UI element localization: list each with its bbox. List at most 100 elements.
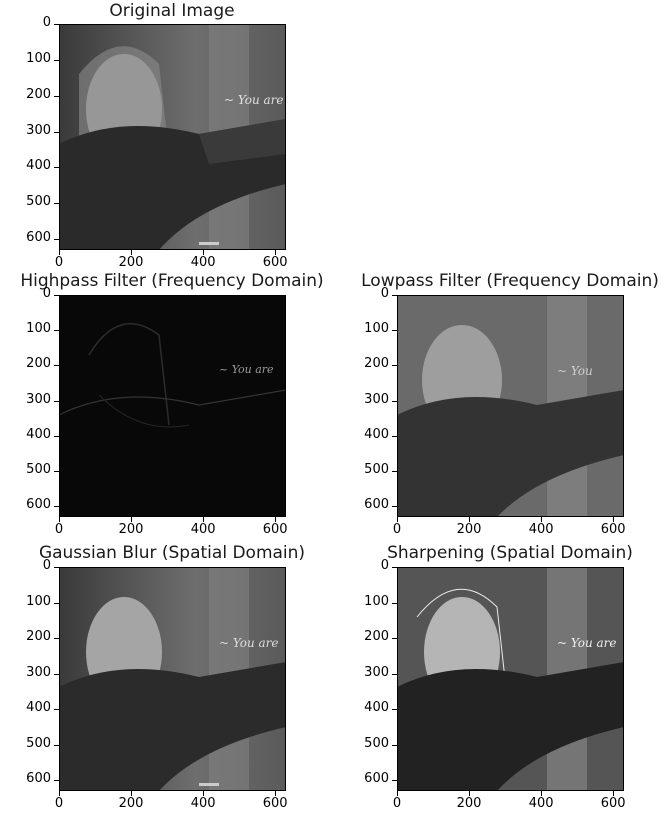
x-tick-mark (397, 791, 398, 796)
y-tick-mark (54, 506, 59, 508)
y-tick-label: 200 (26, 356, 51, 372)
y-tick-label: 0 (380, 558, 389, 573)
y-tick-mark (392, 435, 397, 437)
axes-frame (397, 567, 624, 791)
y-tick-label: 200 (26, 86, 51, 102)
x-tick-mark (131, 517, 133, 522)
y-tick-mark (54, 435, 59, 437)
y-tick-mark (54, 295, 59, 296)
y-tick-mark (392, 400, 397, 402)
y-tick-mark (54, 567, 59, 568)
x-tick-mark (203, 517, 205, 522)
y-tick-label: 400 (26, 158, 51, 174)
y-tick-mark (54, 638, 59, 640)
y-tick-mark (54, 24, 59, 25)
y-tick-label: 500 (26, 194, 51, 210)
x-tick-mark (541, 517, 543, 522)
y-tick-label: 300 (26, 122, 51, 138)
panel-title: Highpass Filter (Frequency Domain) (20, 271, 324, 291)
panel-title: Original Image (109, 1, 235, 21)
y-tick-mark (54, 602, 59, 604)
x-tick-label: 600 (262, 255, 288, 270)
x-tick-label: 400 (190, 522, 216, 537)
x-tick-label: 0 (54, 796, 64, 811)
x-tick-label: 400 (190, 796, 216, 811)
y-tick-label: 0 (42, 15, 51, 30)
y-tick-mark (392, 365, 397, 367)
y-tick-label: 500 (26, 462, 51, 478)
x-tick-mark (469, 791, 471, 796)
y-tick-label: 500 (364, 735, 389, 751)
y-tick-mark (54, 744, 59, 746)
x-tick-label: 400 (528, 796, 554, 811)
x-tick-mark (59, 517, 60, 522)
x-tick-mark (59, 791, 60, 796)
x-tick-label: 600 (600, 522, 626, 537)
y-tick-mark (392, 330, 397, 332)
x-tick-label: 0 (392, 522, 402, 537)
y-tick-mark (54, 167, 59, 169)
y-tick-label: 200 (364, 356, 389, 372)
svg-text:~ You are: ~ You are (219, 636, 279, 650)
y-tick-label: 500 (364, 462, 389, 478)
panel-title: Lowpass Filter (Frequency Domain) (361, 271, 659, 291)
x-tick-mark (275, 517, 277, 522)
y-tick-label: 200 (364, 629, 389, 645)
y-tick-label: 300 (26, 664, 51, 680)
x-tick-mark (397, 517, 398, 522)
x-tick-mark (131, 791, 133, 796)
x-tick-mark (275, 250, 277, 255)
y-tick-label: 600 (26, 497, 51, 513)
sharpen-image: ~ You are (397, 567, 624, 791)
x-tick-label: 200 (456, 796, 482, 811)
y-tick-label: 100 (26, 50, 51, 66)
x-tick-label: 200 (118, 522, 144, 537)
x-tick-label: 600 (262, 796, 288, 811)
panel-title: Gaussian Blur (Spatial Domain) (38, 543, 306, 563)
y-tick-mark (392, 471, 397, 473)
y-tick-mark (54, 203, 59, 205)
y-tick-mark (392, 709, 397, 711)
y-tick-label: 100 (26, 593, 51, 609)
x-tick-label: 200 (118, 255, 144, 270)
y-tick-mark (54, 239, 59, 241)
axes-frame (59, 295, 286, 517)
y-tick-label: 400 (364, 700, 389, 716)
axes-frame (59, 24, 286, 250)
y-tick-mark (54, 95, 59, 97)
x-tick-mark (275, 791, 277, 796)
x-tick-label: 0 (54, 255, 64, 270)
y-tick-label: 600 (364, 771, 389, 787)
x-tick-label: 600 (600, 796, 626, 811)
y-tick-mark (392, 780, 397, 782)
panel-title: Sharpening (Spatial Domain) (387, 543, 633, 563)
y-tick-label: 400 (364, 426, 389, 442)
x-tick-mark (469, 517, 471, 522)
x-tick-label: 600 (262, 522, 288, 537)
y-tick-mark (54, 131, 59, 133)
x-tick-label: 400 (528, 522, 554, 537)
y-tick-mark (392, 567, 397, 568)
x-tick-mark (131, 250, 133, 255)
x-tick-mark (613, 791, 615, 796)
y-tick-label: 0 (380, 286, 389, 301)
y-tick-label: 600 (364, 497, 389, 513)
y-tick-mark (392, 638, 397, 640)
svg-text:~ You are: ~ You are (557, 636, 617, 650)
y-tick-label: 300 (26, 391, 51, 407)
y-tick-label: 100 (26, 321, 51, 337)
x-tick-mark (613, 517, 615, 522)
svg-text:~ You are: ~ You are (224, 93, 284, 107)
svg-text:~ You are: ~ You are (219, 363, 274, 376)
y-tick-mark (54, 59, 59, 61)
y-tick-mark (54, 471, 59, 473)
y-tick-label: 600 (26, 230, 51, 246)
y-tick-mark (392, 602, 397, 604)
y-tick-mark (54, 673, 59, 675)
x-tick-label: 400 (190, 255, 216, 270)
lowpass-image: ~ You (397, 295, 624, 517)
gaussian-image: ~ You are (59, 567, 286, 791)
original-image: ~ You are (59, 24, 286, 250)
x-tick-label: 0 (54, 522, 64, 537)
highpass-image: ~ You are (58, 295, 287, 517)
